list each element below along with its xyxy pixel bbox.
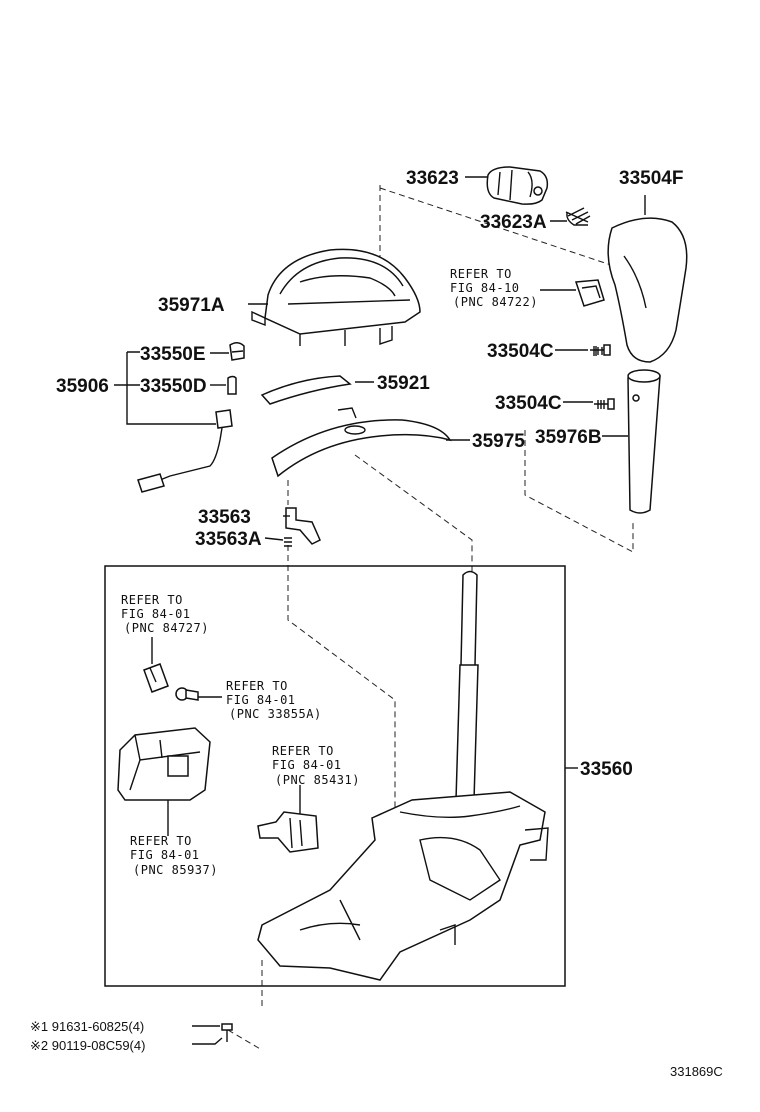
label-33504C-2: 33504C bbox=[495, 393, 562, 414]
bulb-33550E-drawing bbox=[229, 342, 245, 361]
part-33623A-drawing bbox=[565, 207, 591, 226]
label-35971A: 35971A bbox=[158, 295, 225, 316]
refer-84722-line2: FIG 84-10 bbox=[450, 281, 520, 295]
label-33504F: 33504F bbox=[619, 168, 683, 189]
refer-85937-line2: FIG 84-01 bbox=[130, 848, 200, 862]
refer-33855A-line1: REFER TO bbox=[226, 679, 288, 693]
screw-33504C-2-drawing bbox=[594, 398, 615, 410]
part-35921-drawing bbox=[260, 375, 352, 405]
refer-85431-line3: (PNC 85431) bbox=[275, 773, 360, 787]
label-33623: 33623 bbox=[406, 168, 459, 189]
switch-84727-drawing bbox=[143, 663, 169, 693]
part-33623-drawing bbox=[486, 166, 549, 205]
refer-85937-line3: (PNC 85937) bbox=[133, 863, 218, 877]
sensor-85431-drawing bbox=[257, 811, 319, 853]
part-35976B-drawing bbox=[627, 369, 661, 514]
part-33560-drawing bbox=[257, 570, 549, 981]
refer-85937: REFER TO FIG 84-01 (PNC 85937) bbox=[130, 834, 218, 877]
leader-lines bbox=[114, 176, 628, 1045]
screw-33504C-1-drawing bbox=[590, 344, 611, 356]
refer-33855A: REFER TO FIG 84-01 (PNC 33855A) bbox=[226, 679, 322, 721]
label-33563: 33563 bbox=[198, 507, 251, 528]
label-33563A: 33563A bbox=[195, 529, 262, 550]
label-35975: 35975 bbox=[472, 431, 525, 452]
label-35921: 35921 bbox=[377, 373, 430, 394]
wire-35906-drawing bbox=[137, 409, 233, 493]
refer-84722: REFER TO FIG 84-10 (PNC 84722) bbox=[450, 267, 538, 309]
refer-33855A-line3: (PNC 33855A) bbox=[229, 707, 322, 721]
part-33504F-drawing bbox=[607, 195, 688, 363]
assembly-box-33560 bbox=[104, 565, 566, 987]
label-33560: 33560 bbox=[580, 759, 633, 780]
refer-84727: REFER TO FIG 84-01 (PNC 84727) bbox=[121, 593, 209, 635]
label-33550E: 33550E bbox=[140, 344, 206, 365]
bolt-footnote-drawing bbox=[221, 1023, 233, 1042]
label-35906: 35906 bbox=[56, 376, 109, 397]
bolt-33855A-drawing bbox=[175, 687, 199, 701]
label-35976B: 35976B bbox=[535, 427, 602, 448]
footnote-bolt-2: ※2 90119-08C59(4) bbox=[30, 1038, 145, 1053]
label-33623A: 33623A bbox=[480, 212, 547, 233]
part-33563-drawing bbox=[284, 507, 321, 547]
footnote-bolt-1: ※1 91631-60825(4) bbox=[30, 1019, 144, 1034]
refer-84722-line1: REFER TO bbox=[450, 267, 512, 281]
refer-85431-line2: FIG 84-01 bbox=[272, 758, 342, 772]
refer-84727-line1: REFER TO bbox=[121, 593, 183, 607]
part-35975-drawing bbox=[271, 407, 452, 478]
assembly-lines bbox=[227, 185, 634, 1051]
figure-id: 331869C bbox=[670, 1064, 723, 1079]
label-33504C-1: 33504C bbox=[487, 341, 554, 362]
refer-84727-line3: (PNC 84727) bbox=[124, 621, 209, 635]
refer-84727-line2: FIG 84-01 bbox=[121, 607, 191, 621]
refer-85431: REFER TO FIG 84-01 (PNC 85431) bbox=[272, 744, 360, 787]
refer-84722-line3: (PNC 84722) bbox=[453, 295, 538, 309]
refer-85937-line1: REFER TO bbox=[130, 834, 192, 848]
part-35971A-drawing bbox=[251, 248, 421, 346]
bulb-33550D-drawing bbox=[227, 375, 237, 395]
bracket-85937-drawing bbox=[117, 727, 211, 801]
switch-84722-drawing bbox=[574, 279, 605, 307]
label-33550D: 33550D bbox=[140, 376, 207, 397]
refer-33855A-line2: FIG 84-01 bbox=[226, 693, 296, 707]
refer-85431-line1: REFER TO bbox=[272, 744, 334, 758]
